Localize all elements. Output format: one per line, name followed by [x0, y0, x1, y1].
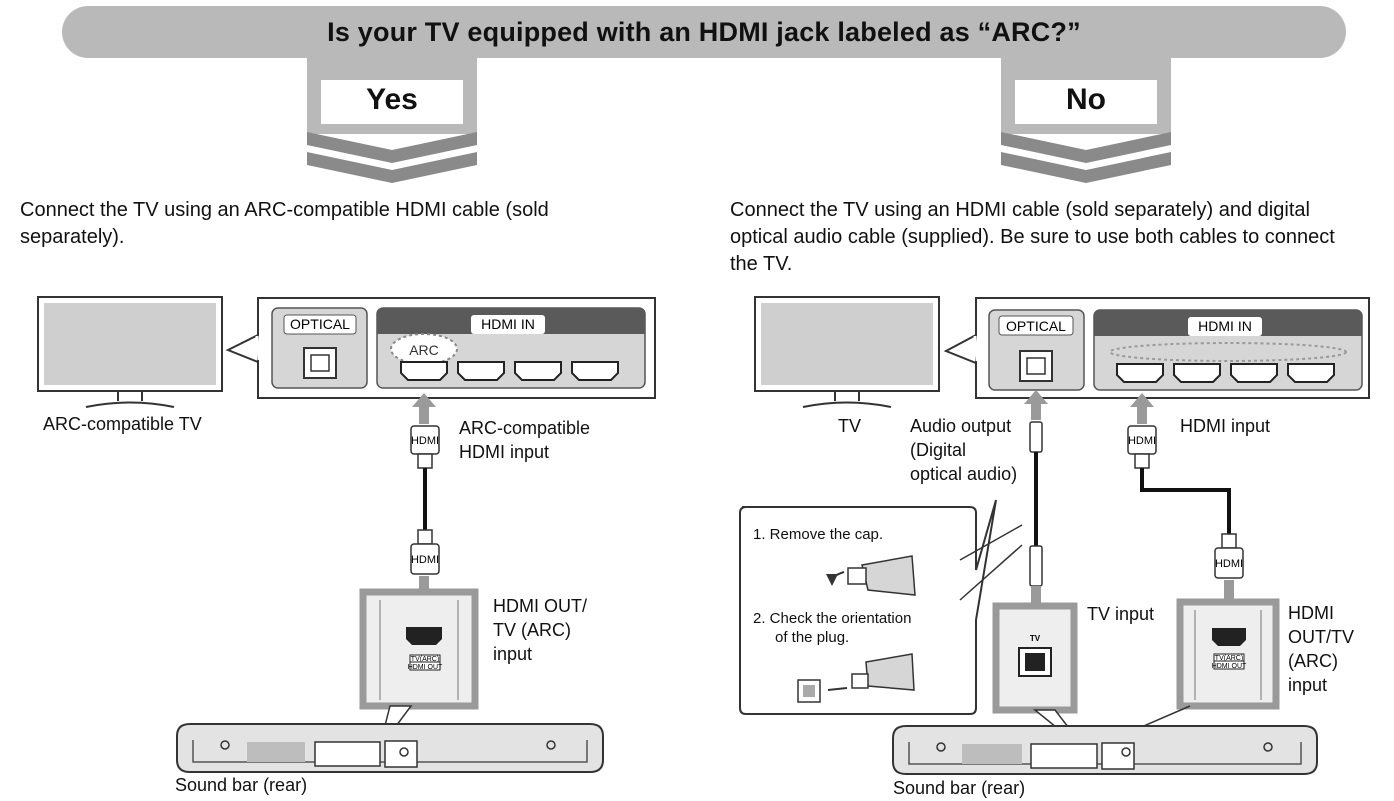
yes-arc-tag: ARC	[409, 342, 439, 358]
no-audio-line2: (Digital	[910, 440, 967, 460]
yes-hdmi-cable	[410, 393, 440, 612]
no-port-label-line2: OUT/TV	[1288, 627, 1354, 647]
yes-instruction: Connect the TV using an ARC-compatible H…	[20, 197, 680, 251]
no-audio-output-label: Audio output (Digital optical audio)	[910, 414, 1017, 486]
no-instruction-line2: optical audio cable (supplied). Be sure …	[730, 226, 1335, 248]
optical-callout-box	[739, 499, 1023, 715]
no-optical-jack	[1019, 350, 1053, 382]
no-soundbar-label: Sound bar (rear)	[893, 778, 1026, 798]
yes-instruction-line1: Connect the TV using an ARC-compatible H…	[20, 199, 549, 221]
question-text: Is your TV equipped with an HDMI jack la…	[327, 16, 1081, 47]
yes-port-closeup	[359, 588, 479, 746]
no-port-label-line4: input	[1288, 675, 1328, 695]
no-instruction-line3: the TV.	[730, 253, 793, 275]
no-optical-port-closeup	[992, 602, 1084, 746]
no-optical-cable	[1024, 390, 1048, 618]
yes-port-print-1: TV(ARC)	[411, 656, 439, 663]
no-tv-input-label: TV input	[1087, 604, 1155, 624]
yes-input-label: ARC-compatible HDMI input	[459, 416, 590, 464]
no-hdmi-highlight	[1109, 342, 1347, 362]
no-instruction: Connect the TV using an HDMI cable (sold…	[730, 197, 1390, 278]
yes-panel-pointer	[225, 333, 259, 364]
no-tv-label: TV	[838, 416, 862, 436]
no-tv-illustration	[754, 296, 940, 408]
no-plug-top-label: HDMI	[1128, 435, 1156, 447]
no-tv-port-print: TV	[1030, 634, 1041, 643]
yes-tv-label: ARC-compatible TV	[43, 414, 202, 434]
no-port-label: HDMI OUT/TV (ARC) input	[1288, 601, 1354, 697]
yes-soundbar-label: Sound bar (rear)	[175, 775, 308, 795]
no-hdmi-input-label: HDMI input	[1180, 416, 1271, 436]
callout-step1: 1. Remove the cap.	[753, 526, 884, 543]
callout-step2-line2: of the plug.	[775, 629, 850, 646]
yes-port-label-line3: input	[493, 644, 533, 664]
no-port-label-line3: (ARC)	[1288, 651, 1338, 671]
yes-optical-jack	[303, 347, 337, 379]
yes-soundbar-illustration	[176, 723, 604, 773]
no-audio-line3: optical audio)	[910, 464, 1018, 484]
no-instruction-line1: Connect the TV using an HDMI cable (sold…	[730, 199, 1310, 221]
yes-port-print-2: HDMI OUT	[408, 664, 443, 671]
no-port-label-line1: HDMI	[1288, 603, 1334, 623]
no-hdmi-in-label: HDMI IN	[1198, 318, 1252, 334]
yes-instruction-line2: separately).	[20, 226, 125, 248]
question-banner: Is your TV equipped with an HDMI jack la…	[62, 6, 1346, 58]
arc-tv-illustration	[37, 296, 223, 408]
no-hdmi-port-closeup	[1099, 598, 1280, 746]
no-hdmi-cable	[1127, 393, 1244, 614]
yes-label: Yes	[321, 80, 463, 124]
yes-plug-bottom-label: HDMI	[411, 554, 439, 566]
no-plug-bottom-label: HDMI	[1215, 558, 1243, 570]
no-panel-pointer	[943, 333, 977, 365]
no-port-print-1: TV(ARC)	[1215, 655, 1243, 662]
yes-hdmi-in-label: HDMI IN	[481, 316, 535, 332]
no-optical-label: OPTICAL	[1006, 318, 1066, 334]
yes-port-label: HDMI OUT/ TV (ARC) input	[493, 594, 587, 666]
yes-input-label-line1: ARC-compatible	[459, 418, 591, 438]
yes-hdmi-jacks	[400, 361, 619, 381]
no-soundbar-illustration	[892, 725, 1318, 775]
no-port-print-2: HDMI OUT	[1212, 663, 1247, 670]
yes-port-label-line2: TV (ARC)	[493, 620, 571, 640]
yes-port-label-line1: HDMI OUT/	[493, 596, 587, 616]
callout-step2-line1: 2. Check the orientation	[753, 610, 912, 627]
yes-input-label-line2: HDMI input	[459, 442, 550, 462]
yes-plug-top-label: HDMI	[411, 435, 439, 447]
yes-optical-label: OPTICAL	[290, 316, 350, 332]
no-audio-line1: Audio output	[910, 416, 1012, 436]
no-hdmi-jacks	[1116, 363, 1335, 383]
callout-step2: 2. Check the orientation of the plug.	[753, 609, 911, 647]
no-label: No	[1015, 80, 1157, 124]
